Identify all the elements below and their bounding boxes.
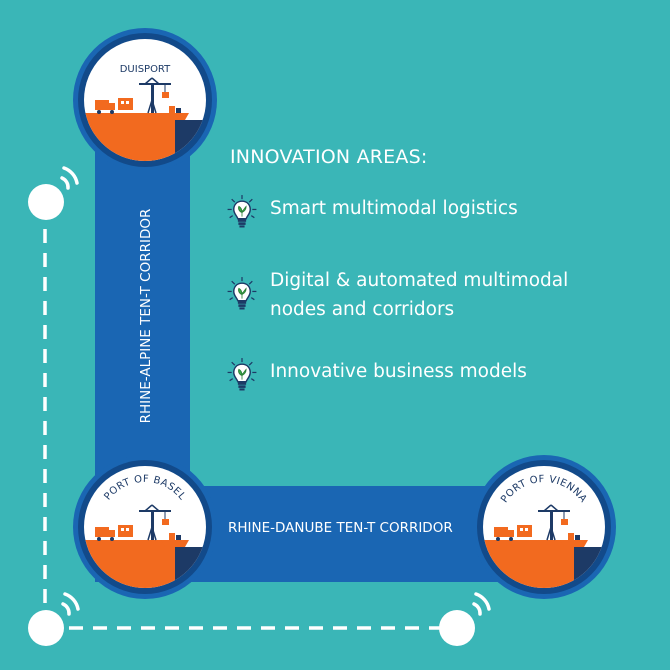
signal-node-top bbox=[28, 166, 79, 220]
signal-node-bottom-left bbox=[28, 592, 80, 646]
corridor-label-rhine-danube: RHINE-DANUBE TEN-T CORRIDOR bbox=[228, 520, 453, 536]
innovation-item: Innovative business models bbox=[226, 357, 600, 391]
innovation-item-text: Innovative business models bbox=[270, 361, 527, 382]
port-label-duisport: DUISPORT bbox=[120, 64, 171, 75]
innovation-heading: INNOVATION AREAS: bbox=[230, 146, 428, 168]
dashed-route bbox=[43, 205, 457, 630]
port-vienna: PORT OF VIENNA bbox=[472, 455, 616, 599]
innovation-item: Digital & automated multimodal nodes and… bbox=[226, 266, 600, 324]
lightbulb-leaf-icon bbox=[226, 194, 258, 228]
innovation-item: Smart multimodal logistics bbox=[226, 194, 600, 228]
lightbulb-leaf-icon bbox=[226, 357, 258, 391]
lightbulb-leaf-icon bbox=[226, 276, 258, 310]
port-duisport: DUISPORT bbox=[73, 28, 217, 172]
innovation-item-text: Digital & automated multimodal nodes and… bbox=[270, 270, 569, 320]
signal-node-bottom-right bbox=[439, 592, 491, 646]
port-basel: PORT OF BASEL bbox=[73, 455, 217, 599]
innovation-item-text: Smart multimodal logistics bbox=[270, 198, 518, 219]
corridor-label-rhine-alpine: RHINE-ALPINE TEN-T CORRIDOR bbox=[138, 208, 154, 424]
